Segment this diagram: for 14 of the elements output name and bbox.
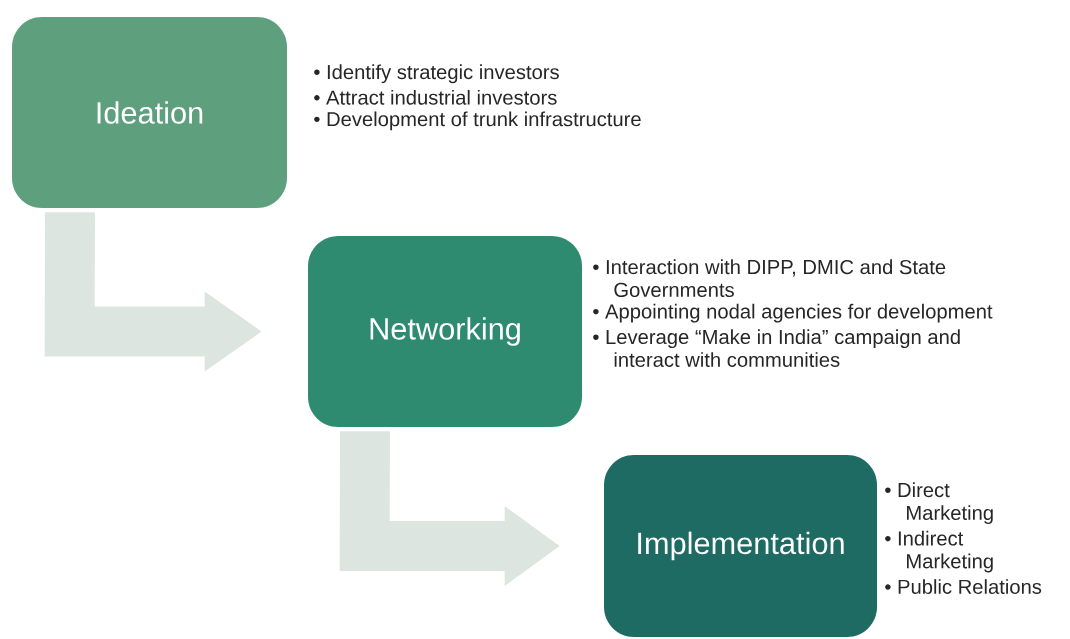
bullet-item: • Appointing nodal agencies for development [593, 303, 993, 323]
stage-box: Networking [308, 236, 582, 427]
bullet-item: • Attract industrial investors [314, 89, 557, 105]
bullet-item: • Public Relations [885, 579, 1042, 594]
bullet-item: • Indirect Marketing [885, 530, 993, 573]
stage-box: Ideation [12, 17, 287, 208]
bullet-item: • Interaction with DIPP, DMIC and State Governments [593, 259, 946, 298]
bullet-item: • Identify strategic investors [314, 64, 559, 84]
stage-box: Implementation [604, 455, 877, 637]
bent-arrow [44, 212, 262, 372]
bullet-item: • Direct Marketing [885, 482, 993, 525]
bullet-item: • Development of trunk infrastructure [314, 111, 641, 131]
bullet-item: • Leverage “Make in India” campaign and interact with communities [593, 329, 960, 367]
bent-arrow [339, 431, 560, 586]
